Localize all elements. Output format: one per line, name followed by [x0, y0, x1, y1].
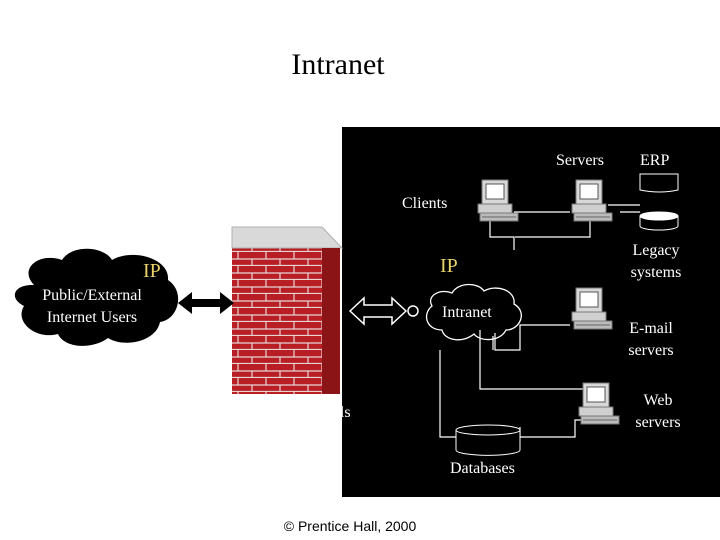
firewall-wall [231, 226, 344, 394]
server-computer [571, 179, 613, 222]
public-internet-users-label: Public/External Internet Users [42, 287, 142, 326]
public-internet-cloud [14, 248, 179, 346]
legacy-systems-label: Legacy systems [630, 242, 682, 281]
intranet-double-arrow [348, 296, 408, 326]
database-icon [455, 424, 521, 456]
connector-node [407, 305, 419, 317]
web-servers-label: Web servers [635, 392, 681, 431]
firewall-arrow [178, 292, 234, 314]
email-server-computer [571, 287, 613, 330]
ip-label-public: IP [143, 260, 161, 282]
email-servers-label: E-mail servers [628, 320, 674, 359]
copyright-footer: © Prentice Hall, 2000 [283, 518, 417, 534]
erp-storage-icon [639, 173, 679, 193]
servers-label: Servers [556, 152, 604, 169]
web-server-computer [578, 382, 620, 425]
page-title: Intranet [291, 48, 385, 81]
intranet-cloud-label: Intranet [442, 304, 492, 321]
erp-label: ERP [640, 152, 670, 169]
databases-label: Databases [450, 460, 515, 477]
clients-label: Clients [402, 195, 448, 212]
legacy-system-icon [639, 211, 679, 231]
ip-label-intranet: IP [440, 255, 458, 277]
intranet-cloud [425, 283, 522, 341]
firewalls-label: Firewalls [291, 404, 351, 421]
client-computer [477, 179, 519, 222]
